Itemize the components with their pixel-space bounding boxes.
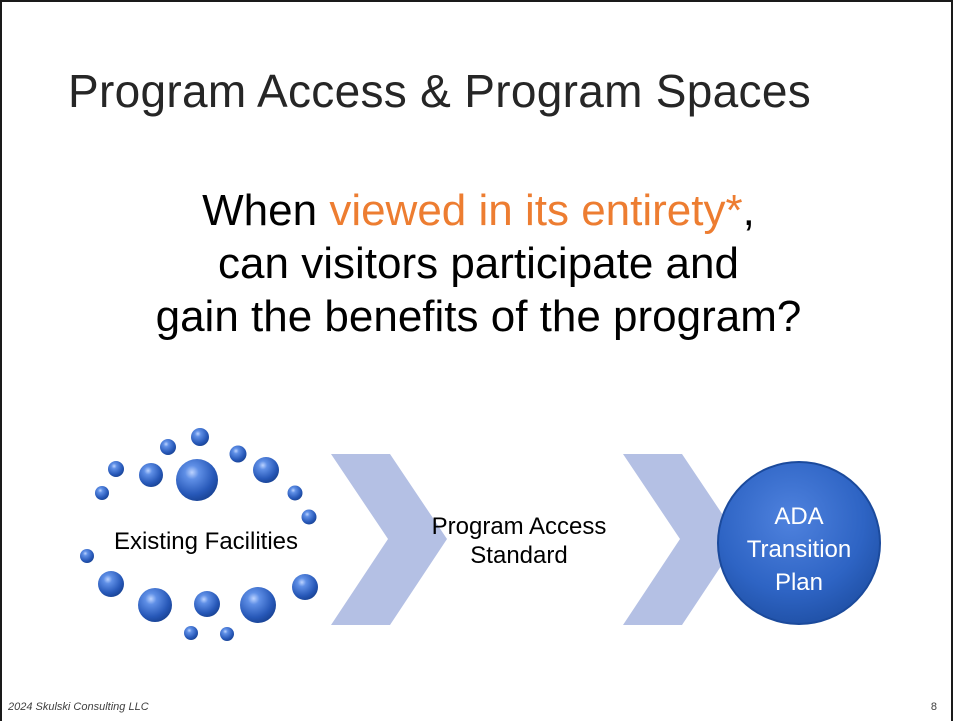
bubble-cluster-icon (80, 428, 318, 641)
slide-title: Program Access & Program Spaces (68, 65, 812, 117)
program-access-label: Program Access Standard (402, 512, 636, 570)
bubble (253, 457, 279, 483)
ada-plan-label: ADA Transition Plan (719, 500, 879, 599)
ada-plan-line-3: Plan (774, 569, 824, 596)
bubble (240, 587, 276, 623)
bubble (160, 439, 176, 455)
question-suffix: , (742, 186, 755, 235)
question-text: When viewed in its entirety*, can visito… (2, 184, 953, 343)
chevron-right-icon (623, 454, 739, 625)
ada-circle (717, 461, 881, 625)
bubble (220, 627, 234, 641)
chevron-right-icon (331, 454, 447, 625)
question-prefix: When (202, 186, 330, 235)
page-number: 8 (930, 701, 937, 713)
question-highlight: viewed in its entirety* (329, 186, 743, 235)
question-line-1: When viewed in its entirety*, (2, 184, 953, 237)
diagram-graphics (80, 428, 881, 641)
bubble (184, 626, 198, 640)
program-access-line-2: Standard (470, 542, 568, 569)
program-access-line-1: Program Access (431, 513, 607, 540)
bubble (229, 445, 247, 463)
bubble (191, 428, 209, 446)
ada-plan-line-1: ADA (774, 503, 824, 530)
bubble (98, 571, 124, 597)
bubble (95, 486, 109, 500)
bubble (194, 591, 220, 617)
bubble (108, 461, 124, 477)
bubble (287, 485, 303, 501)
footer-copyright: 2024 Skulski Consulting LLC (8, 701, 149, 713)
bubble (80, 549, 94, 563)
question-line-3: gain the benefits of the program? (155, 292, 802, 341)
bubble (176, 459, 218, 501)
bubble (138, 588, 172, 622)
process-diagram: Existing Facilities Program Access Stand… (2, 422, 953, 662)
ada-plan-line-2: Transition (746, 536, 852, 563)
bubble (139, 463, 163, 487)
existing-facilities-label: Existing Facilities (113, 528, 299, 555)
bubble (301, 509, 317, 525)
question-line-2: can visitors participate and (218, 239, 739, 288)
bubble (292, 574, 318, 600)
